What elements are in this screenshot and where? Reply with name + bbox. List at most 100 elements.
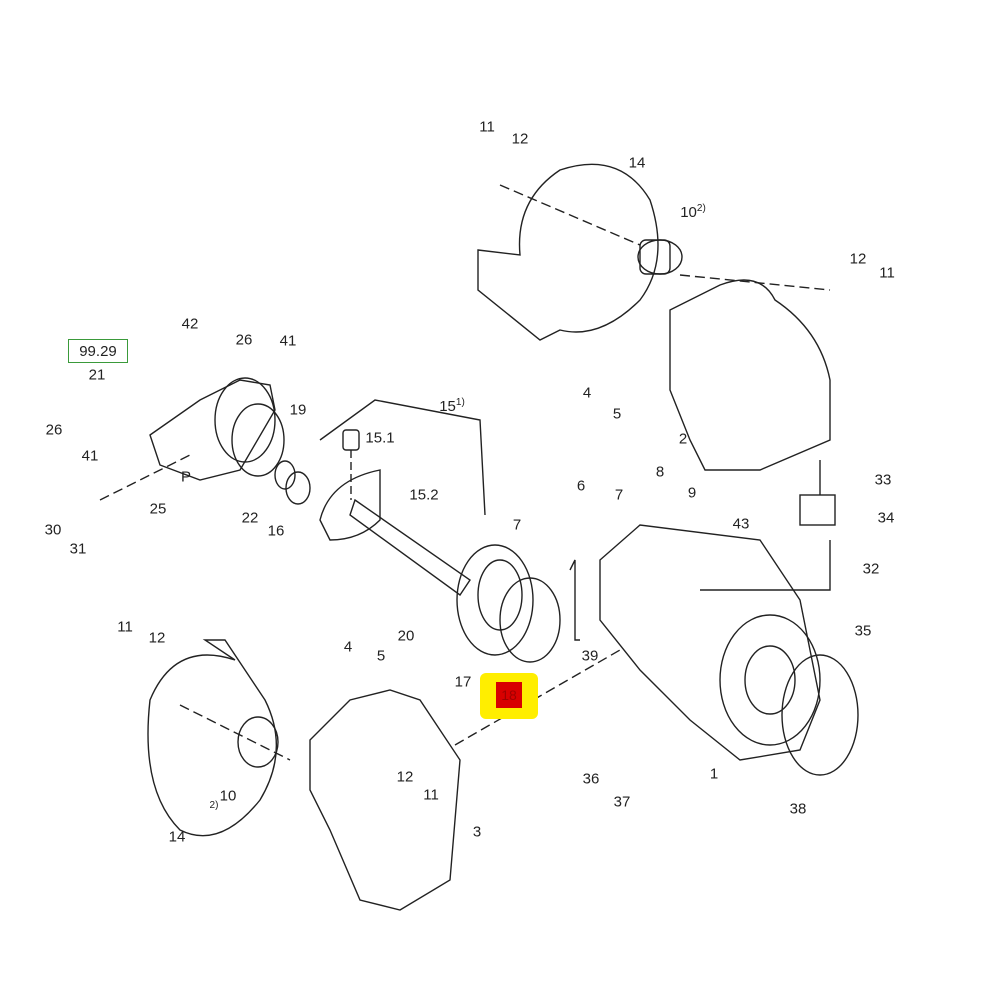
part-number: 31 — [69, 540, 87, 558]
part-label[interactable]: 32 — [863, 562, 880, 577]
part-label[interactable]: 8 — [656, 465, 664, 480]
part-label[interactable]: 9 — [688, 486, 696, 501]
part-number: 4 — [343, 638, 353, 656]
part-label[interactable]: 11 — [117, 620, 133, 635]
part-label[interactable]: 34 — [878, 511, 895, 526]
gasket-38 — [781, 654, 859, 776]
part-number: 11 — [117, 618, 133, 636]
part-label[interactable]: 31 — [70, 542, 87, 557]
part-number: 12 — [849, 250, 867, 268]
part-number: 2) — [209, 800, 219, 811]
part-number: 4 — [582, 384, 592, 402]
part-label[interactable]: 39 — [582, 649, 599, 664]
part-number: 17 — [454, 673, 472, 691]
part-label[interactable]: P — [181, 470, 191, 485]
part-label[interactable]: 36 — [583, 772, 600, 787]
part-label[interactable]: 15.1 — [365, 431, 394, 446]
part-label[interactable]: 41 — [82, 449, 99, 464]
part-label[interactable]: 22 — [242, 511, 259, 526]
part-number: 38 — [789, 800, 807, 818]
part-number: 41 — [81, 447, 99, 465]
part-number: 14 — [168, 828, 186, 846]
part-number: P — [180, 468, 192, 486]
part-label[interactable]: 21 — [89, 368, 106, 383]
part-label[interactable]: 14 — [629, 156, 646, 171]
part-label[interactable]: 3 — [473, 825, 481, 840]
part-label[interactable]: 4 — [344, 640, 352, 655]
part-label[interactable]: 11 — [423, 788, 439, 803]
ring-22 — [274, 460, 296, 490]
part-label[interactable]: 5 — [377, 649, 385, 664]
part-number: 7 — [614, 486, 624, 504]
part-label[interactable]: 37 — [614, 795, 631, 810]
o-ring-18 — [499, 577, 561, 663]
part-label[interactable]: 15.2 — [409, 488, 438, 503]
part-label[interactable]: 102) — [680, 204, 706, 221]
part-number: 3 — [472, 823, 482, 841]
part-label[interactable]: 5 — [613, 407, 621, 422]
part-label[interactable]: 12 — [149, 631, 166, 646]
part-label[interactable]: 11 — [479, 120, 495, 135]
reference-box[interactable]: 99.29 — [68, 339, 128, 363]
part-label[interactable]: 7 — [513, 518, 521, 533]
part-number: 6 — [576, 477, 586, 495]
part-label[interactable]: 33 — [875, 473, 892, 488]
part-label[interactable]: 35 — [855, 624, 872, 639]
part-label[interactable]: 1 — [710, 767, 718, 782]
part-label[interactable]: 12 — [512, 132, 529, 147]
flange-17 — [456, 544, 534, 656]
part-label[interactable]: 19 — [290, 403, 307, 418]
plate-2 — [669, 279, 831, 471]
part-label[interactable]: 25 — [150, 502, 167, 517]
part-number: 12 — [511, 130, 529, 148]
mount-10-top — [637, 239, 683, 275]
part-label[interactable]: 30 — [45, 523, 62, 538]
part-label[interactable]: 41 — [280, 334, 297, 349]
part-number: 9 — [687, 484, 697, 502]
flange-15 — [319, 469, 381, 541]
part-number: 8 — [655, 463, 665, 481]
part-number: 11 — [423, 786, 439, 804]
part-number: 10 — [219, 787, 237, 805]
part-label[interactable]: 26 — [236, 333, 253, 348]
part-label[interactable]: 2) — [210, 801, 219, 811]
housing-21 — [149, 379, 276, 481]
part-label[interactable]: 151) — [439, 397, 465, 415]
part-number: 5 — [612, 405, 622, 423]
part-label[interactable]: 26 — [46, 423, 63, 438]
highlighted-part-18[interactable]: 18 — [480, 673, 538, 719]
o-ring-19 — [231, 403, 285, 477]
part-number: 30 — [44, 521, 62, 539]
part-label[interactable]: 10 — [220, 789, 237, 804]
part-label[interactable]: 16 — [268, 524, 285, 539]
footnote-mark: 1) — [455, 397, 465, 408]
part-number: 21 — [88, 366, 106, 384]
part-number: 12 — [396, 768, 414, 786]
part-number: 32 — [862, 560, 880, 578]
reference-label: 99.29 — [79, 342, 117, 360]
part-label[interactable]: 43 — [733, 517, 750, 532]
part-number: 5 — [376, 647, 386, 665]
part-label[interactable]: 11 — [879, 266, 895, 281]
plate-14-bottom — [147, 639, 278, 837]
part-label[interactable]: 38 — [790, 802, 807, 817]
sensor-32 — [799, 494, 836, 526]
housing-1 — [599, 524, 821, 761]
part-label[interactable]: 12 — [850, 252, 867, 267]
part-number: 26 — [235, 331, 253, 349]
part-label[interactable]: 14 — [169, 830, 186, 845]
part-label[interactable]: 6 — [577, 479, 585, 494]
part-label[interactable]: 12 — [397, 770, 414, 785]
part-number: 43 — [732, 515, 750, 533]
part-label[interactable]: 7 — [615, 488, 623, 503]
part-label[interactable]: 2 — [679, 432, 687, 447]
part-number: 11 — [879, 264, 895, 282]
part-label[interactable]: 17 — [455, 675, 472, 690]
part-label[interactable]: 42 — [182, 317, 199, 332]
part-number: 41 — [279, 332, 297, 350]
part-label[interactable]: 4 — [583, 386, 591, 401]
part-number: 10 — [680, 204, 697, 221]
part-label[interactable]: 20 — [398, 629, 415, 644]
